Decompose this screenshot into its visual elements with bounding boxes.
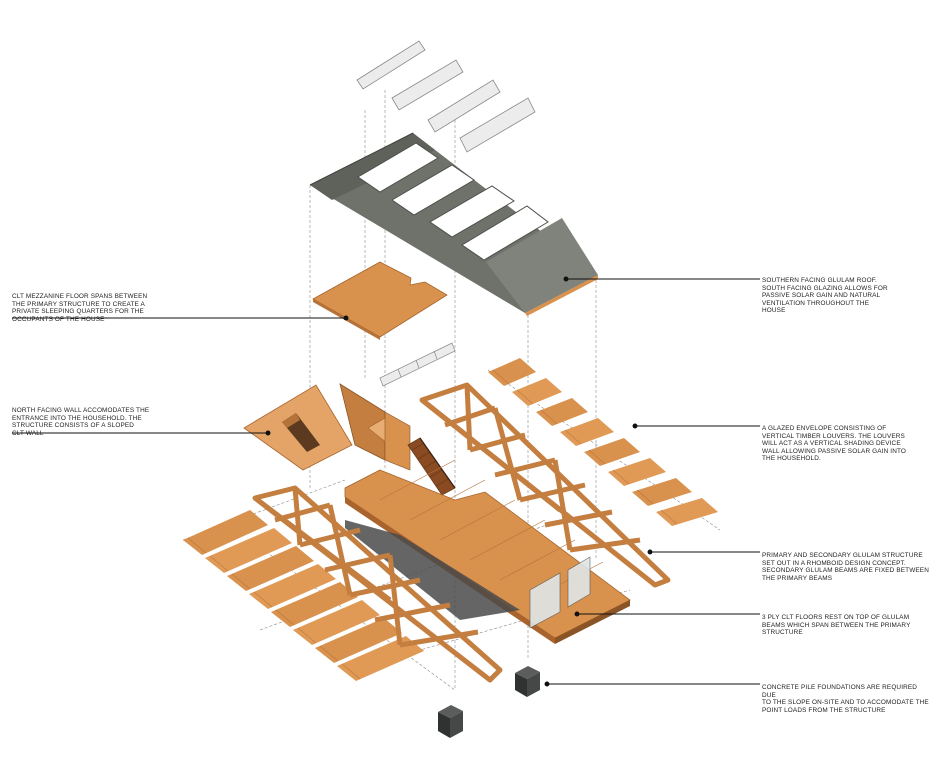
glulam-frame-left xyxy=(252,485,503,683)
north-facing-wall-note: NORTH FACING WALL ACCOMODATES THE ENTRAN… xyxy=(12,407,150,437)
glazed-envelope-note: A GLAZED ENVELOPE CONSISTING OF VERTICAL… xyxy=(762,425,907,463)
clt-mezzanine-floor xyxy=(312,261,448,340)
glulam-structure-note: PRIMARY AND SECONDARY GLULAM STRUCTURE S… xyxy=(762,552,929,582)
timber-louvers-right xyxy=(488,358,718,526)
skylight-glass-panes xyxy=(356,40,536,153)
interior-partition-wall xyxy=(339,383,411,471)
glulam-roof xyxy=(309,132,598,316)
timber-louvers-left xyxy=(183,510,424,681)
glass-strip xyxy=(379,342,456,387)
clt-mezzanine-floor-note: CLT MEZZANINE FLOOR SPANS BETWEEN THE PR… xyxy=(12,293,148,323)
glulam-frame-right xyxy=(419,382,671,588)
concrete-pile-foundations xyxy=(438,666,540,738)
clt-floors-note: 3 PLY CLT FLOORS REST ON TOP OF GLULAM B… xyxy=(762,614,911,637)
clt-ground-floor xyxy=(344,459,631,644)
pile-foundations-note: CONCRETE PILE FOUNDATIONS ARE REQUIRED D… xyxy=(762,684,929,714)
staircase xyxy=(407,437,456,496)
north-facing-clt-wall xyxy=(243,384,353,471)
leader-lines xyxy=(12,276,760,687)
roof-note: SOUTHERN FACING GLULAM ROOF. SOUTH FACIN… xyxy=(762,277,888,315)
